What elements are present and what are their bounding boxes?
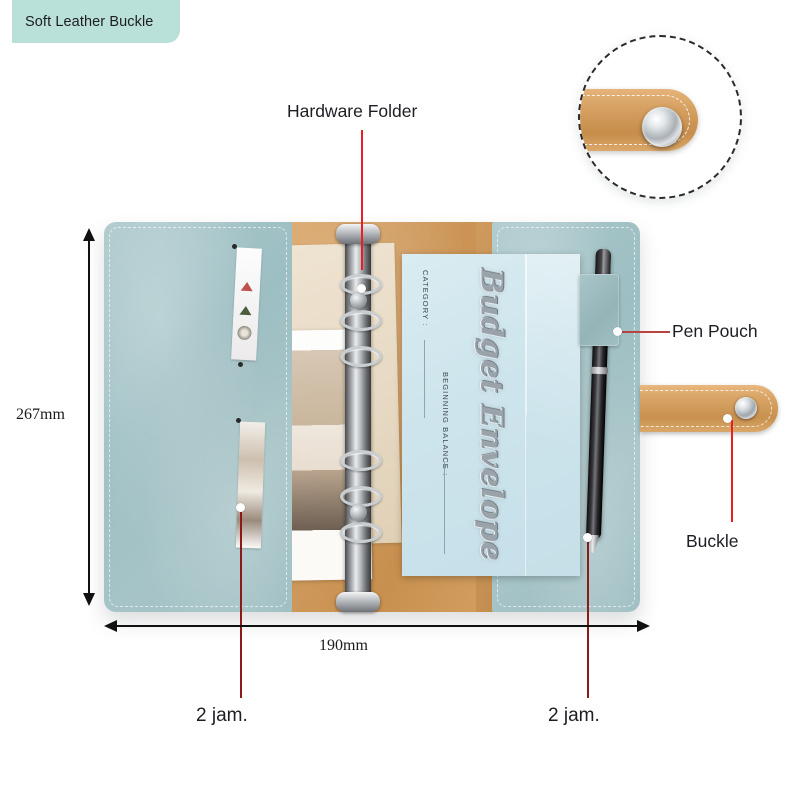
binder-ring-2 [340,310,382,331]
stamp-graphic-red [240,281,254,292]
left-suede-cover [104,222,292,612]
dimension-line-width [114,625,640,627]
stamp-graphic-seal [237,325,252,341]
dimension-arrow-height-bottom [83,593,95,606]
binder-ring-3 [340,346,382,367]
slot-pin-mid [238,362,243,367]
dimension-arrow-width-right [637,620,650,632]
leader-line-jam-right [587,542,589,698]
binder-ring-6 [340,522,382,543]
envelope-category-label: CATEGORY : [421,270,430,327]
binder-cap-bottom [336,592,380,612]
slot-pin-top [232,244,237,249]
callout-label-pen-pouch: Pen Pouch [672,321,758,341]
leader-dot-pen-pouch [613,327,622,336]
envelope-beginning-balance-label: BEGINNING BALANCE : [441,372,450,477]
callout-label-jam-right: 2 jam. [548,705,600,726]
dimension-label-height: 267mm [16,406,65,423]
stamp-graphic-green [239,305,252,316]
leader-line-buckle [731,420,733,522]
dimension-arrow-width-left [104,620,117,632]
closeup-snap-button-icon [642,107,682,147]
callout-label-buckle: Buckle [686,531,739,551]
pen-pouch-loop [579,274,619,346]
buckle-leather-strap [640,385,778,432]
slot-pin-bottom [236,418,241,423]
callout-label-jam-left: 2 jam. [196,705,248,726]
callout-label-hardware-folder: Hardware Folder [287,101,418,121]
leader-line-hardware-folder [361,130,363,270]
binder-release-knob-top [350,292,367,309]
leader-dot-jam-left [236,503,245,512]
product-feature-badge: Soft Leather Buckle [12,0,180,43]
binder-ring-4 [340,450,382,471]
planner-product-photo: CATEGORY : BEGINNING BALANCE : Budget En… [104,222,778,612]
leader-dot-buckle [723,414,732,423]
envelope-flap [525,254,580,576]
buckle-snap-button-icon [735,397,757,419]
binder-release-knob-bottom [350,504,367,521]
dimension-arrow-height-top [83,228,95,241]
envelope-title: Budget Envelope [473,268,509,562]
leader-dot-jam-right [583,533,592,542]
product-feature-badge-label: Soft Leather Buckle [25,13,154,30]
envelope-category-rule [424,340,425,418]
envelope-balance-rule [444,462,445,554]
leader-dot-hardware-folder [357,284,366,293]
budget-envelope-insert: CATEGORY : BEGINNING BALANCE : Budget En… [402,254,580,576]
leader-line-jam-left [240,512,242,698]
buckle-closeup-magnifier [578,35,742,199]
dimension-line-height [88,236,90,598]
binder-cap-top [336,224,380,244]
pen-center-band [590,366,608,375]
dimension-label-width: 190mm [319,637,368,654]
leader-line-pen-pouch [622,331,670,333]
